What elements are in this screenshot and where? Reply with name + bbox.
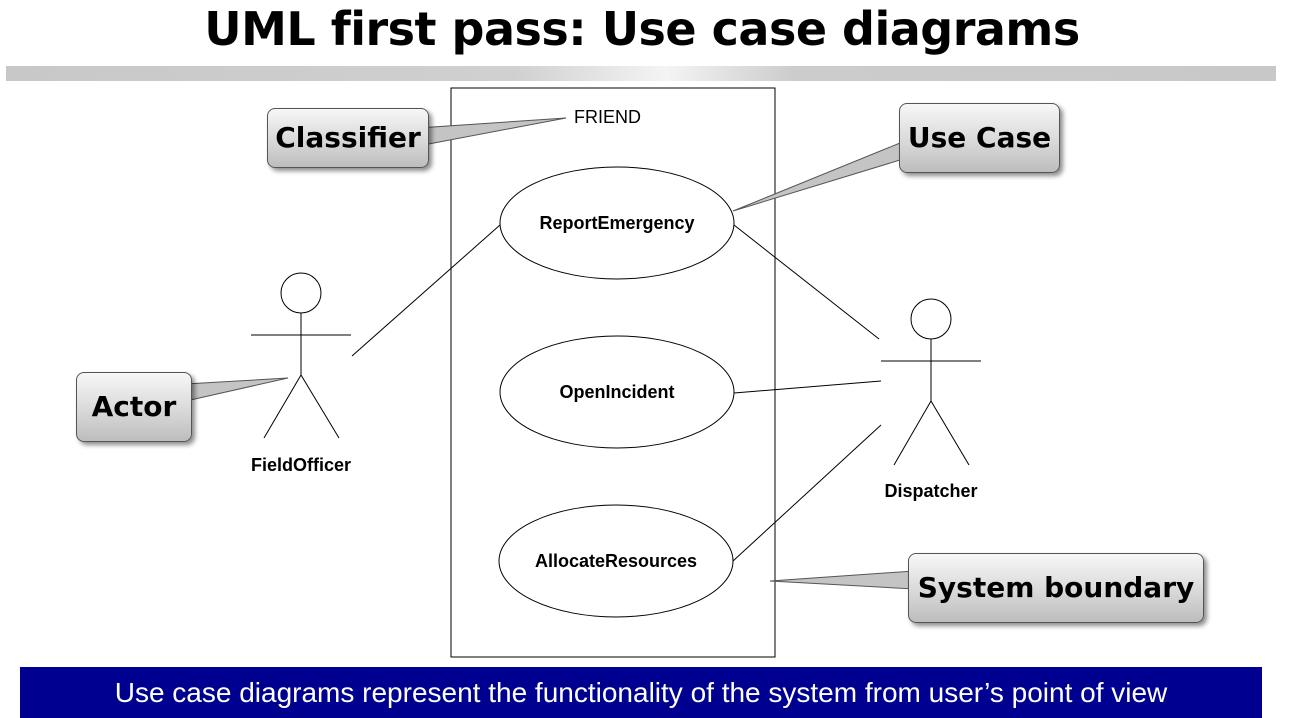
system-name-label: FRIEND (574, 107, 641, 127)
use-case-label-report-emergency: ReportEmergency (539, 213, 695, 233)
use-case-callout-pointer (732, 142, 901, 212)
system-boundary-box (450, 87, 776, 658)
association-fieldofficer-reportemergency (351, 224, 501, 357)
use-case-report-emergency (499, 166, 735, 280)
actor-dispatcher-figure (881, 298, 981, 466)
association-allocateresources-dispatcher (732, 424, 882, 562)
system-boundary-callout-pointer (769, 570, 915, 590)
callout-system-boundary: System boundary (908, 553, 1204, 623)
use-case-open-incident (499, 335, 735, 449)
title-underline-bar (6, 66, 1276, 81)
caption-banner: Use case diagrams represent the function… (20, 667, 1262, 718)
callout-classifier: Classifier (267, 108, 429, 168)
actor-fieldofficer-figure (251, 272, 351, 439)
actor-label-dispatcher: Dispatcher (884, 481, 978, 501)
slide-title: UML first pass: Use case diagrams (204, 2, 1080, 56)
classifier-callout-pointer (417, 117, 567, 147)
actor-label-fieldofficer: FieldOfficer (250, 455, 352, 475)
use-case-label-open-incident: OpenIncident (559, 382, 675, 402)
callout-actor: Actor (76, 372, 192, 442)
actor-callout-pointer (185, 377, 289, 402)
callout-use-case: Use Case (899, 103, 1060, 173)
association-openincident-dispatcher (733, 380, 882, 394)
association-reportemergency-dispatcher (733, 224, 880, 340)
use-case-label-allocate-resources: AllocateResources (534, 551, 698, 571)
